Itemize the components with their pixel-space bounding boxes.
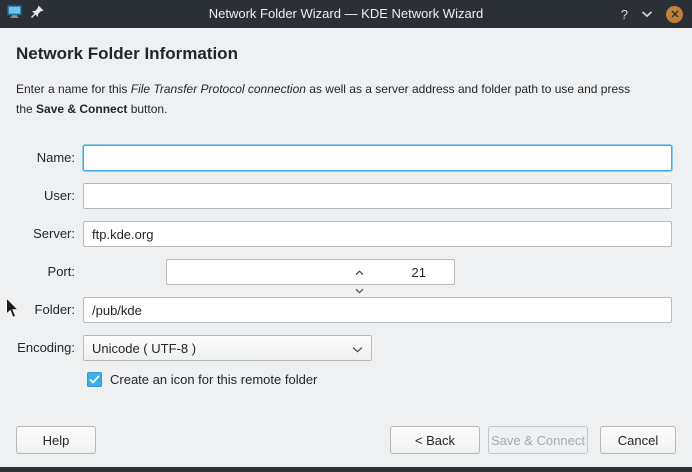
chevron-down-icon[interactable] (641, 10, 653, 18)
window-bottom-border (0, 467, 692, 472)
create-icon-checkbox[interactable] (87, 372, 102, 387)
create-icon-option[interactable]: Create an icon for this remote folder (87, 372, 317, 387)
form-row-encoding: Encoding: Unicode ( UTF-8 ) (0, 335, 692, 361)
user-label: User: (43, 188, 75, 203)
name-label: Name: (36, 150, 75, 165)
app-icon (7, 5, 22, 23)
back-button[interactable]: < Back (390, 426, 480, 454)
intro-line2-lead: the (16, 102, 37, 116)
save-connect-button[interactable]: Save & Connect (488, 426, 588, 454)
spin-up-icon[interactable] (355, 263, 364, 281)
help-icon[interactable]: ? (620, 6, 628, 22)
form-row-name: Name: (0, 145, 692, 171)
create-icon-label: Create an icon for this remote folder (110, 372, 318, 387)
chevron-down-icon (352, 341, 363, 356)
intro-connection-type: File Transfer Protocol connection (130, 82, 306, 96)
intro-mid: as well as a server address and folder p… (305, 82, 631, 96)
port-label: Port: (47, 264, 75, 279)
page-title: Network Folder Information (16, 44, 238, 63)
encoding-label: Encoding: (17, 340, 75, 355)
port-input[interactable] (166, 259, 455, 285)
encoding-combobox[interactable]: Unicode ( UTF-8 ) (83, 335, 372, 361)
titlebar-left-icons (7, 0, 44, 28)
intro-tail: button. (127, 102, 168, 116)
cancel-button[interactable]: Cancel (600, 426, 676, 454)
form-row-port: Port: (0, 259, 692, 294)
port-spin-buttons[interactable] (353, 263, 365, 294)
window-title: Network Folder Wizard — KDE Network Wiza… (208, 6, 484, 21)
spin-down-icon[interactable] (355, 281, 364, 299)
server-input[interactable] (83, 221, 672, 247)
intro-action-name: Save & Connect (36, 102, 128, 116)
intro-lead: Enter a name for this (16, 82, 131, 96)
server-label: Server: (33, 226, 75, 241)
port-spinbox[interactable] (83, 259, 455, 294)
folder-label: Folder: (34, 302, 75, 317)
titlebar[interactable]: Network Folder Wizard — KDE Network Wiza… (0, 0, 692, 28)
titlebar-buttons: ? (621, 0, 683, 28)
help-button[interactable]: Help (16, 426, 96, 454)
pin-icon[interactable] (31, 5, 44, 23)
user-input[interactable] (83, 183, 672, 209)
form-row-user: User: (0, 183, 692, 209)
folder-input[interactable] (83, 297, 672, 323)
form-row-folder: Folder: (0, 297, 692, 323)
close-icon[interactable] (666, 5, 683, 23)
name-input[interactable] (83, 145, 672, 171)
form-row-server: Server: (0, 221, 692, 247)
encoding-selected-value: Unicode ( UTF-8 ) (92, 340, 197, 356)
intro-text: Enter a name for this File Transfer Prot… (16, 79, 682, 119)
